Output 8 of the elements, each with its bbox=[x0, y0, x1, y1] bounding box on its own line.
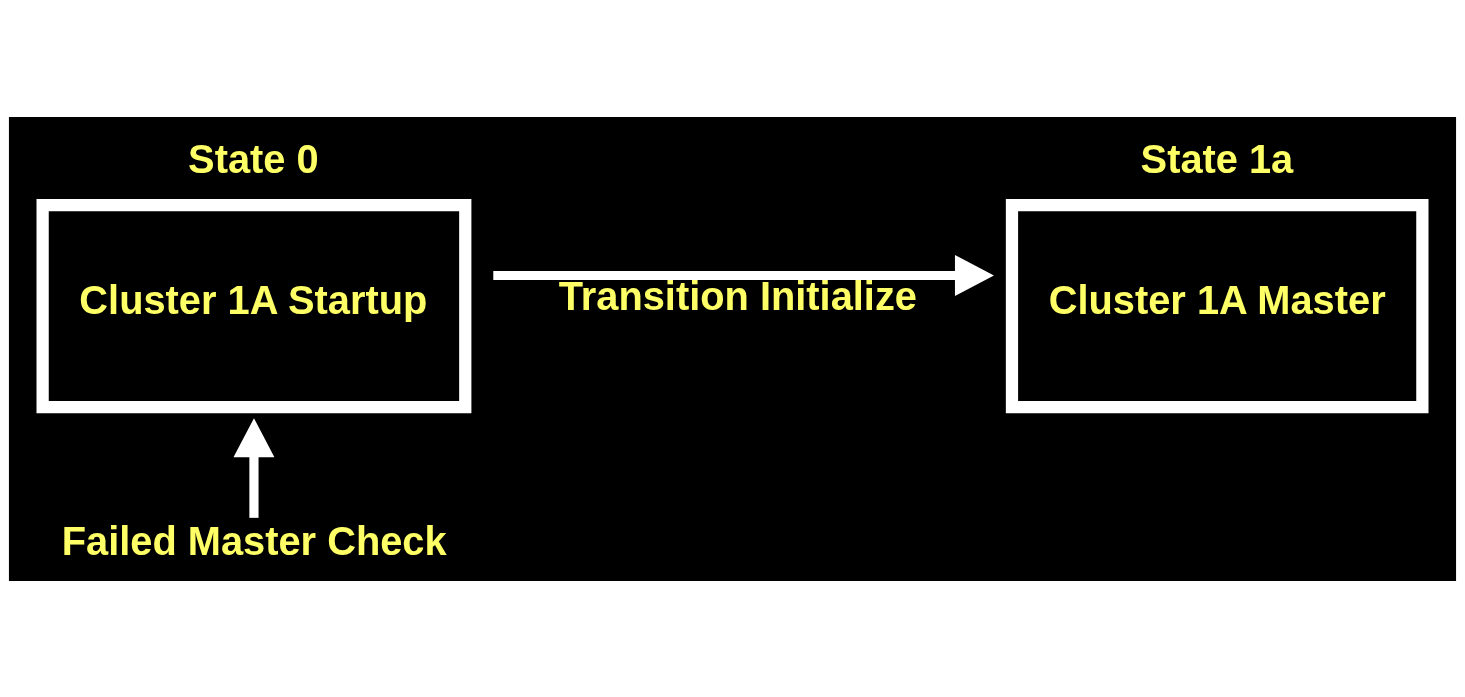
edge-label: Transition Initialize bbox=[558, 273, 917, 318]
node-box: Cluster 1A Startup bbox=[36, 198, 472, 413]
arrow bbox=[493, 254, 994, 296]
node-label: State 1a bbox=[1140, 136, 1294, 181]
node-box: Cluster 1A Master bbox=[1005, 198, 1429, 413]
arrow bbox=[233, 417, 275, 518]
node-text: Failed Master Check bbox=[61, 518, 447, 563]
node-label: State 0 bbox=[188, 136, 319, 181]
